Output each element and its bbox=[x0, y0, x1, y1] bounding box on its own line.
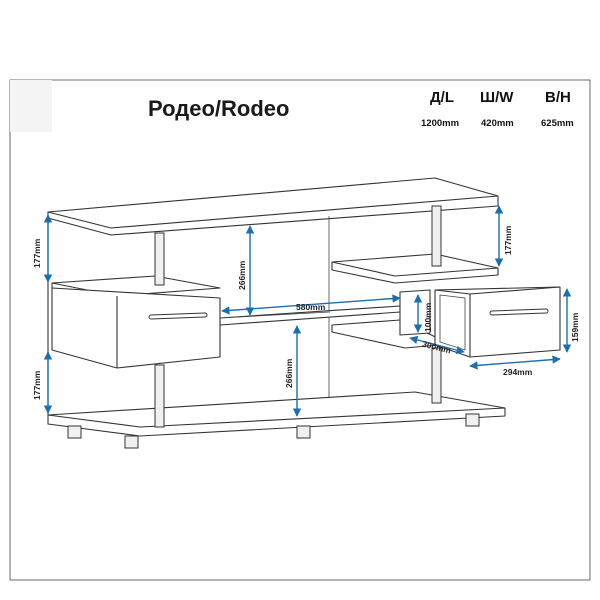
label-middle-shelf: 580mm bbox=[296, 302, 326, 312]
foot-left-front bbox=[67, 425, 82, 439]
label-drawer-height: 159mm bbox=[570, 312, 580, 342]
spec-length-value: 1200mm bbox=[421, 118, 459, 129]
foot-middle bbox=[296, 425, 311, 439]
post-left-upper bbox=[154, 232, 165, 286]
product-title: Родео/Rodeo bbox=[148, 96, 289, 121]
corner-tab bbox=[10, 80, 52, 132]
spec-length-header: Д/L bbox=[430, 89, 454, 106]
top-board bbox=[47, 177, 499, 236]
foot-center-front bbox=[124, 435, 139, 449]
left-drawer-handle bbox=[148, 312, 208, 320]
dimension-annotations: 177mm 177mm 266mm 266mm 580mm 177mm 100m… bbox=[32, 205, 580, 417]
foot-right bbox=[465, 413, 480, 427]
spec-width-value: 420mm bbox=[481, 118, 514, 129]
right-drawer-top-edge bbox=[434, 286, 561, 295]
right-drawer-handle bbox=[489, 308, 549, 316]
tv-stand bbox=[47, 177, 561, 449]
arrow-middle-shelf bbox=[221, 294, 401, 315]
label-drawer-gap: 100mm bbox=[423, 302, 433, 332]
post-left-lower bbox=[154, 364, 165, 428]
arrow-drawer-width bbox=[469, 355, 561, 370]
post-right-lower bbox=[431, 347, 442, 404]
label-center-lower: 266mm bbox=[284, 358, 294, 388]
label-left-lower: 177mm bbox=[32, 370, 42, 400]
bottom-board bbox=[47, 407, 506, 437]
frame-border bbox=[9, 79, 591, 581]
right-upper-shelf bbox=[331, 253, 499, 284]
right-upper-shelf-edge bbox=[331, 261, 499, 277]
arrow-drawer-depth bbox=[409, 335, 465, 355]
post-right-upper bbox=[431, 205, 442, 267]
label-right-upper: 177mm bbox=[503, 225, 513, 255]
spec-height-value: 625mm bbox=[541, 118, 574, 129]
top-board-front-edge bbox=[47, 195, 499, 229]
spec-width-header: Ш/W bbox=[480, 89, 514, 106]
left-drawer-body bbox=[51, 287, 221, 369]
right-drawer-inner bbox=[439, 294, 466, 351]
bottom-board-back-edge bbox=[47, 391, 506, 416]
label-drawer-width: 294mm bbox=[503, 367, 533, 377]
spec-height-header: В/Н bbox=[545, 89, 571, 106]
label-left-upper: 177mm bbox=[32, 238, 42, 268]
label-center-upper: 266mm bbox=[237, 260, 247, 290]
